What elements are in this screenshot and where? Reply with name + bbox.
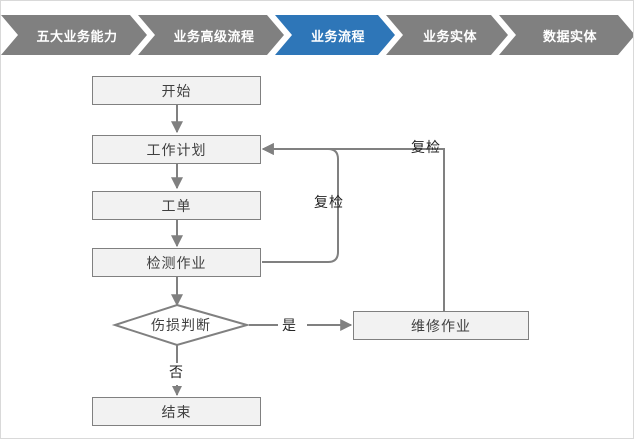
breadcrumb-step-2-label: 业务高级流程 [173, 28, 255, 44]
breadcrumb-step-3-label: 业务流程 [310, 28, 365, 44]
breadcrumb: 五大业务能力 业务高级流程 业务流程 业务实体 数据实体 [1, 15, 634, 55]
node-work-order[interactable]: 工单 [92, 191, 261, 220]
node-inspection[interactable]: 检测作业 [92, 248, 261, 277]
node-work-plan-label: 工作计划 [146, 141, 207, 158]
node-start-label: 开始 [161, 82, 192, 99]
edge-label-recheck-outer: 复检 [411, 139, 441, 155]
node-end-label: 结束 [161, 403, 192, 420]
node-work-plan[interactable]: 工作计划 [92, 135, 261, 164]
node-end[interactable]: 结束 [92, 397, 261, 426]
breadcrumb-step-4[interactable]: 业务实体 [386, 15, 508, 55]
edge-label-no: 否 [169, 364, 184, 380]
breadcrumb-step-5[interactable]: 数据实体 [499, 15, 634, 55]
node-repair-label: 维修作业 [411, 317, 471, 334]
node-decision-label: 伤损判断 [151, 317, 211, 333]
breadcrumb-step-1-label: 五大业务能力 [36, 28, 118, 44]
breadcrumb-step-3[interactable]: 业务流程 [275, 15, 395, 55]
node-work-order-label: 工单 [161, 197, 192, 214]
breadcrumb-step-5-label: 数据实体 [542, 28, 597, 44]
node-inspection-label: 检测作业 [146, 254, 207, 271]
breadcrumb-step-2[interactable]: 业务高级流程 [138, 15, 284, 55]
breadcrumb-step-4-label: 业务实体 [422, 28, 477, 44]
decision-diamond-shape [111, 303, 251, 347]
node-repair[interactable]: 维修作业 [353, 311, 529, 340]
edge-label-yes: 是 [282, 317, 297, 333]
breadcrumb-step-1[interactable]: 五大业务能力 [1, 15, 147, 55]
edge-label-recheck-inner: 复检 [314, 194, 344, 210]
edge-repair-recheck-loop [261, 143, 445, 311]
node-decision[interactable]: 伤损判断 [115, 305, 247, 345]
node-start[interactable]: 开始 [92, 76, 261, 105]
